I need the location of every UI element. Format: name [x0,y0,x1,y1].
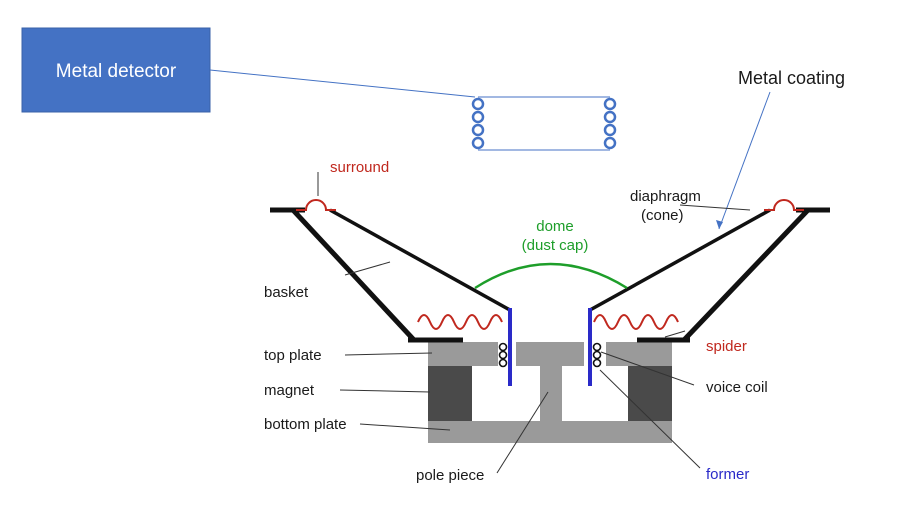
leader-lines [317,172,751,474]
former [508,308,592,386]
spider [417,314,679,330]
metal-coating-arrowhead [716,220,723,229]
metal-detector-box [21,27,211,113]
label-magnet: magnet [264,382,315,399]
metal-detector-label: Metal detector [56,61,177,82]
label-top-plate: top plate [264,347,322,364]
top-plate-left [428,342,498,366]
label-surround: surround [330,159,389,176]
detector-coil [471,96,617,151]
metal-coating-label: Metal coating [738,68,845,88]
bottom-plate [428,421,672,443]
label-cone: (cone) [641,207,684,224]
label-bottom-plate: bottom plate [264,416,347,433]
label-dome: dome [536,218,574,235]
label-dust-cap: (dust cap) [522,237,589,254]
diaphragm-cone [329,208,771,312]
pole-piece [540,366,562,422]
voice-coil [498,342,602,368]
label-former: former [706,466,749,483]
label-diaphragm: diaphragm [630,188,701,205]
label-basket: basket [264,284,309,301]
detector-pointer-line [209,69,476,98]
label-pole-piece: pole piece [416,467,484,484]
surround [296,199,804,211]
top-plate-right [606,342,672,366]
label-voice-coil: voice coil [706,379,768,396]
basket-frame [270,207,830,343]
metal-coating-pointer [718,91,771,230]
label-spider: spider [706,338,747,355]
magnet-left [428,365,472,421]
dome [474,262,628,290]
pole-top [516,342,584,366]
magnet-right [628,365,672,421]
